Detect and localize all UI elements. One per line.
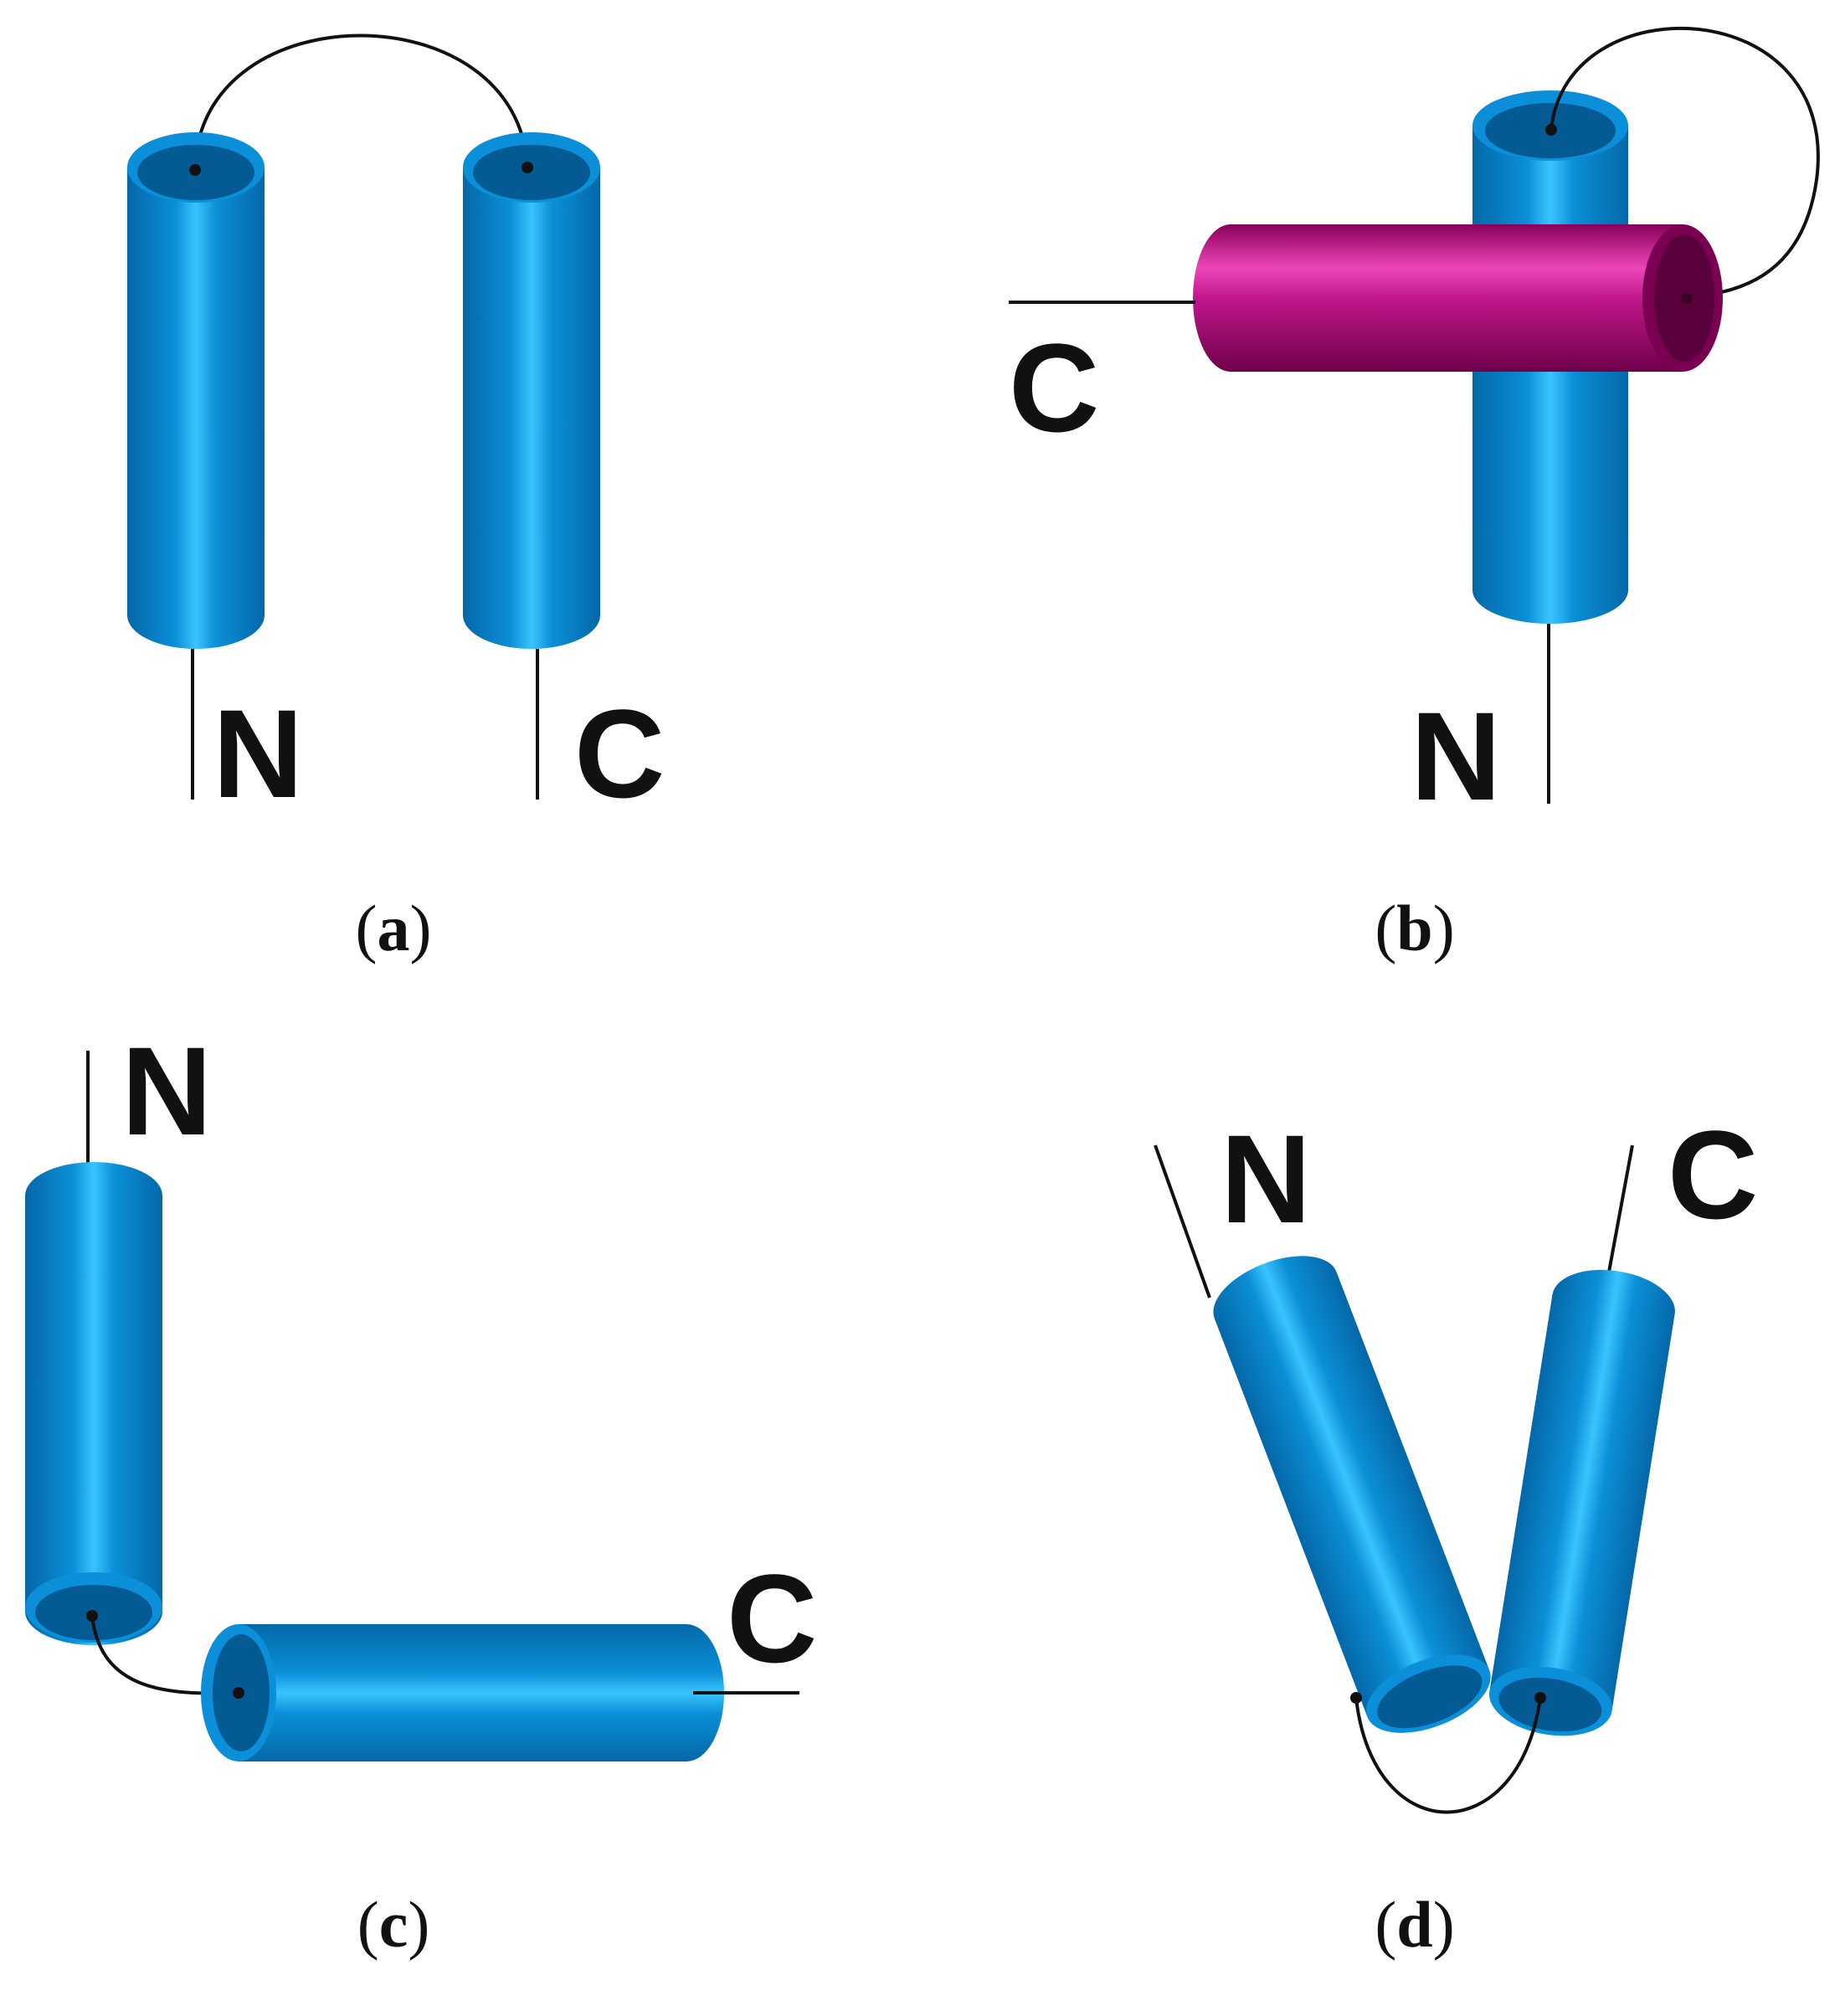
panel-a-helix-2-anchor: [522, 162, 533, 173]
panel-b-loop: [1549, 26, 1820, 299]
panel-a-helix-1: [127, 132, 265, 649]
panel-b-n-label: N: [1411, 686, 1501, 826]
panel-b-helix-magenta: [1193, 224, 1723, 372]
panel-a-loop: [193, 33, 529, 168]
panel-a-n-label: N: [213, 683, 303, 824]
panel-a-caption: (a): [356, 892, 432, 964]
panel-d-c-label: C: [1668, 1104, 1758, 1245]
panel-d: N C (d): [1154, 1104, 1758, 1961]
panel-b-helix-magenta-anchor: [1681, 292, 1693, 304]
panel-a: N C (a): [127, 33, 665, 964]
panel-c-caption: (c): [357, 1888, 430, 1961]
panel-b-caption: (b): [1375, 892, 1454, 964]
panel-c-helix-1: [25, 1162, 162, 1645]
panel-b-c-label: C: [1009, 317, 1099, 458]
panel-c-c-label: C: [727, 1548, 817, 1689]
panel-d-n-label: N: [1221, 1108, 1311, 1249]
panel-d-n-tail: [1154, 1144, 1211, 1299]
panel-c: N C (c): [25, 1021, 817, 1961]
panel-c-n-label: N: [121, 1021, 212, 1161]
panel-d-caption: (d): [1375, 1888, 1454, 1961]
panel-d-c-tail: [1606, 1144, 1634, 1282]
panel-a-c-label: C: [574, 683, 665, 824]
panel-c-helix-2: [201, 1624, 724, 1761]
panel-d-helix-2: [1489, 1269, 1675, 1736]
panel-a-helix-2: [463, 132, 600, 649]
panel-d-loop: [1354, 1697, 1542, 1814]
panel-b: C N (b): [1009, 26, 1820, 964]
panel-d-helix-1: [1213, 1256, 1491, 1733]
panel-a-helix-1-anchor: [189, 164, 201, 176]
panel-c-helix-2-anchor: [233, 1687, 244, 1699]
